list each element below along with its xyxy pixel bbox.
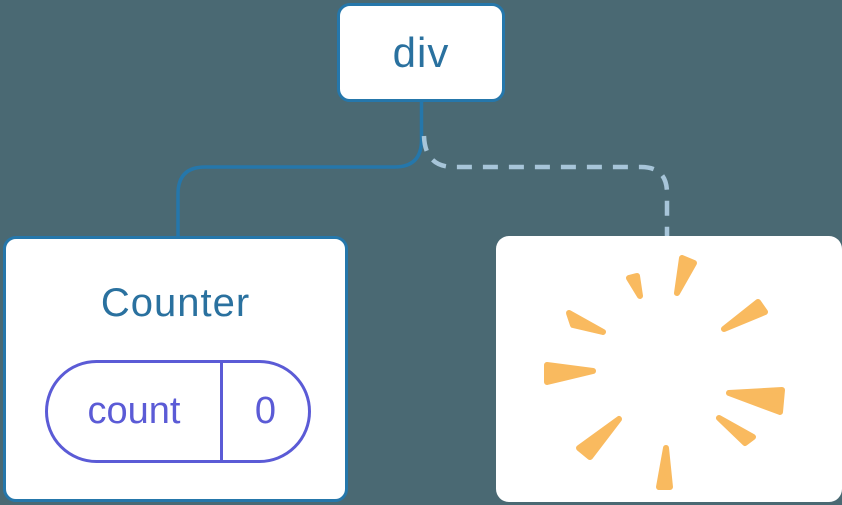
poof-icon [544, 255, 785, 490]
state-value-label: 0 [254, 390, 277, 432]
state-key-label: count [48, 363, 223, 460]
edge-div-to-counter [176, 102, 424, 240]
edge-div-to-removed [421, 135, 670, 239]
node-div: div [337, 3, 505, 102]
counter-title: Counter [100, 281, 251, 325]
node-counter: Counter count 0 [3, 236, 348, 502]
state-pill: count 0 [45, 360, 311, 463]
node-removed [496, 236, 842, 502]
node-div-label: div [392, 28, 450, 76]
